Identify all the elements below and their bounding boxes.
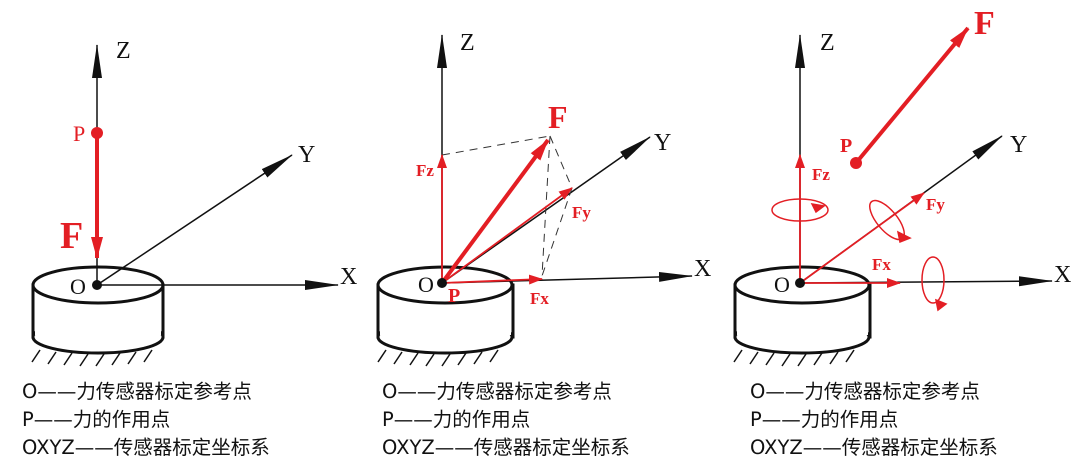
ground-hatch: [377, 349, 499, 367]
z-axis-label: Z: [820, 30, 835, 56]
x-axis-label: X: [340, 264, 357, 290]
fx-vector: [441, 274, 543, 285]
point-label: P: [448, 285, 460, 307]
force-label: F: [548, 99, 568, 135]
origin-point: [437, 278, 447, 288]
caption-frame: OXYZ——传感器标定坐标系: [22, 436, 270, 459]
point-label: P: [73, 121, 85, 146]
caption-origin: O——力传感器标定参考点: [22, 380, 252, 403]
origin-label: O: [774, 272, 790, 297]
y-axis-label: Y: [1010, 132, 1027, 158]
caption-origin: O——力传感器标定参考点: [382, 380, 612, 403]
panel-1-diagram: Z X Y O P F: [31, 38, 357, 367]
caption-point: P——力的作用点: [382, 408, 531, 431]
panel-2-diagram: Z X Y O P F Fz Fy Fx: [376, 30, 711, 367]
moment-z-icon: [771, 198, 829, 222]
legend-captions: O——力传感器标定参考点 P——力的作用点 OXYZ——传感器标定坐标系: [750, 378, 998, 462]
y-axis: [96, 154, 293, 286]
force-vector: [440, 138, 550, 285]
origin-label: O: [418, 272, 434, 297]
panel-1: Z X Y O P F O——力传感器标定参考点 P——力的作用点 OXYZ——…: [0, 0, 360, 472]
panel-3: Z X Y P F O Fz Fy Fx O——力传感器标定参考点 P——: [720, 0, 1080, 472]
ground-hatch: [31, 349, 153, 367]
caption-point: P——力的作用点: [22, 408, 171, 431]
y-axis-label: Y: [654, 130, 671, 156]
caption-origin: O——力传感器标定参考点: [750, 380, 980, 403]
fz-label: Fz: [416, 161, 434, 180]
moment-x-icon: [921, 256, 948, 312]
caption-frame: OXYZ——传感器标定坐标系: [750, 436, 998, 459]
fy-label: Fy: [926, 195, 945, 214]
legend-captions: O——力传感器标定参考点 P——力的作用点 OXYZ——传感器标定坐标系: [22, 378, 270, 462]
x-axis-label: X: [694, 256, 711, 282]
ground-hatch: [733, 349, 855, 367]
y-axis-label: Y: [298, 142, 315, 168]
sensor-cylinder: [31, 265, 165, 355]
fx-label: Fx: [530, 289, 549, 308]
panel-2: Z X Y O P F Fz Fy Fx O——力传感器标定参考点 P——力的作…: [360, 0, 720, 472]
force-vector: [854, 26, 970, 165]
fz-label: Fz: [812, 165, 830, 184]
x-axis-label: X: [1054, 262, 1071, 288]
caption-frame: OXYZ——传感器标定坐标系: [382, 436, 630, 459]
point-label: P: [840, 135, 852, 157]
force-label: F: [974, 5, 995, 42]
fy-label: Fy: [572, 203, 591, 222]
moment-y-icon: [869, 199, 912, 244]
origin-point: [795, 278, 805, 288]
fy-vector: [799, 192, 925, 284]
application-point: [850, 157, 862, 169]
application-point: [91, 127, 103, 139]
panel-3-diagram: Z X Y P F O Fz Fy Fx: [733, 5, 1071, 367]
legend-captions: O——力传感器标定参考点 P——力的作用点 OXYZ——传感器标定坐标系: [382, 378, 630, 462]
force-label: F: [60, 215, 83, 257]
z-axis-label: Z: [460, 30, 475, 56]
origin-label: O: [70, 274, 86, 299]
origin-point: [92, 280, 102, 290]
fx-label: Fx: [872, 255, 891, 274]
fy-vector: [441, 187, 573, 284]
caption-point: P——力的作用点: [750, 408, 899, 431]
z-axis-label: Z: [116, 38, 131, 64]
